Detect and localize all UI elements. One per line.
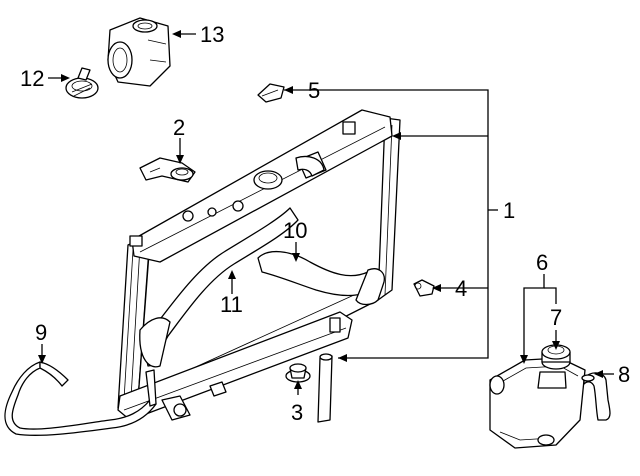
drain-cock-part-4 xyxy=(413,279,435,297)
overflow-tube xyxy=(317,353,333,423)
cushion-part-5 xyxy=(257,83,285,103)
reservoir-hose-part-8 xyxy=(581,372,611,421)
callout-9: 9 xyxy=(35,320,47,345)
reservoir-tank-part-6 xyxy=(489,357,586,449)
overflow-hose-part-9 xyxy=(4,361,157,436)
lower-hose-part-10 xyxy=(257,251,385,306)
callout-10: 10 xyxy=(283,218,307,243)
bracket-part-2 xyxy=(139,157,196,183)
callout-11: 11 xyxy=(220,292,243,317)
callout-labels: 1 2 3 4 5 6 7 8 9 10 11 12 13 xyxy=(20,22,630,425)
radiator-core xyxy=(117,109,401,421)
callout-2: 2 xyxy=(173,115,185,140)
reservoir-cap-part-7 xyxy=(541,344,571,370)
callout-6: 6 xyxy=(536,250,548,275)
callout-8: 8 xyxy=(618,362,630,387)
callout-5: 5 xyxy=(308,78,320,103)
leader-lines xyxy=(38,30,614,395)
callout-3: 3 xyxy=(291,400,303,425)
callout-12: 12 xyxy=(20,66,44,91)
callout-13: 13 xyxy=(200,22,224,47)
callout-1: 1 xyxy=(503,198,515,223)
water-outlet-part-13 xyxy=(107,17,171,87)
thermostat-part-12 xyxy=(65,67,99,99)
callout-7: 7 xyxy=(550,305,562,330)
bushing-part-3 xyxy=(285,363,311,383)
upper-hose-part-11 xyxy=(139,155,325,368)
callout-4: 4 xyxy=(455,276,467,301)
